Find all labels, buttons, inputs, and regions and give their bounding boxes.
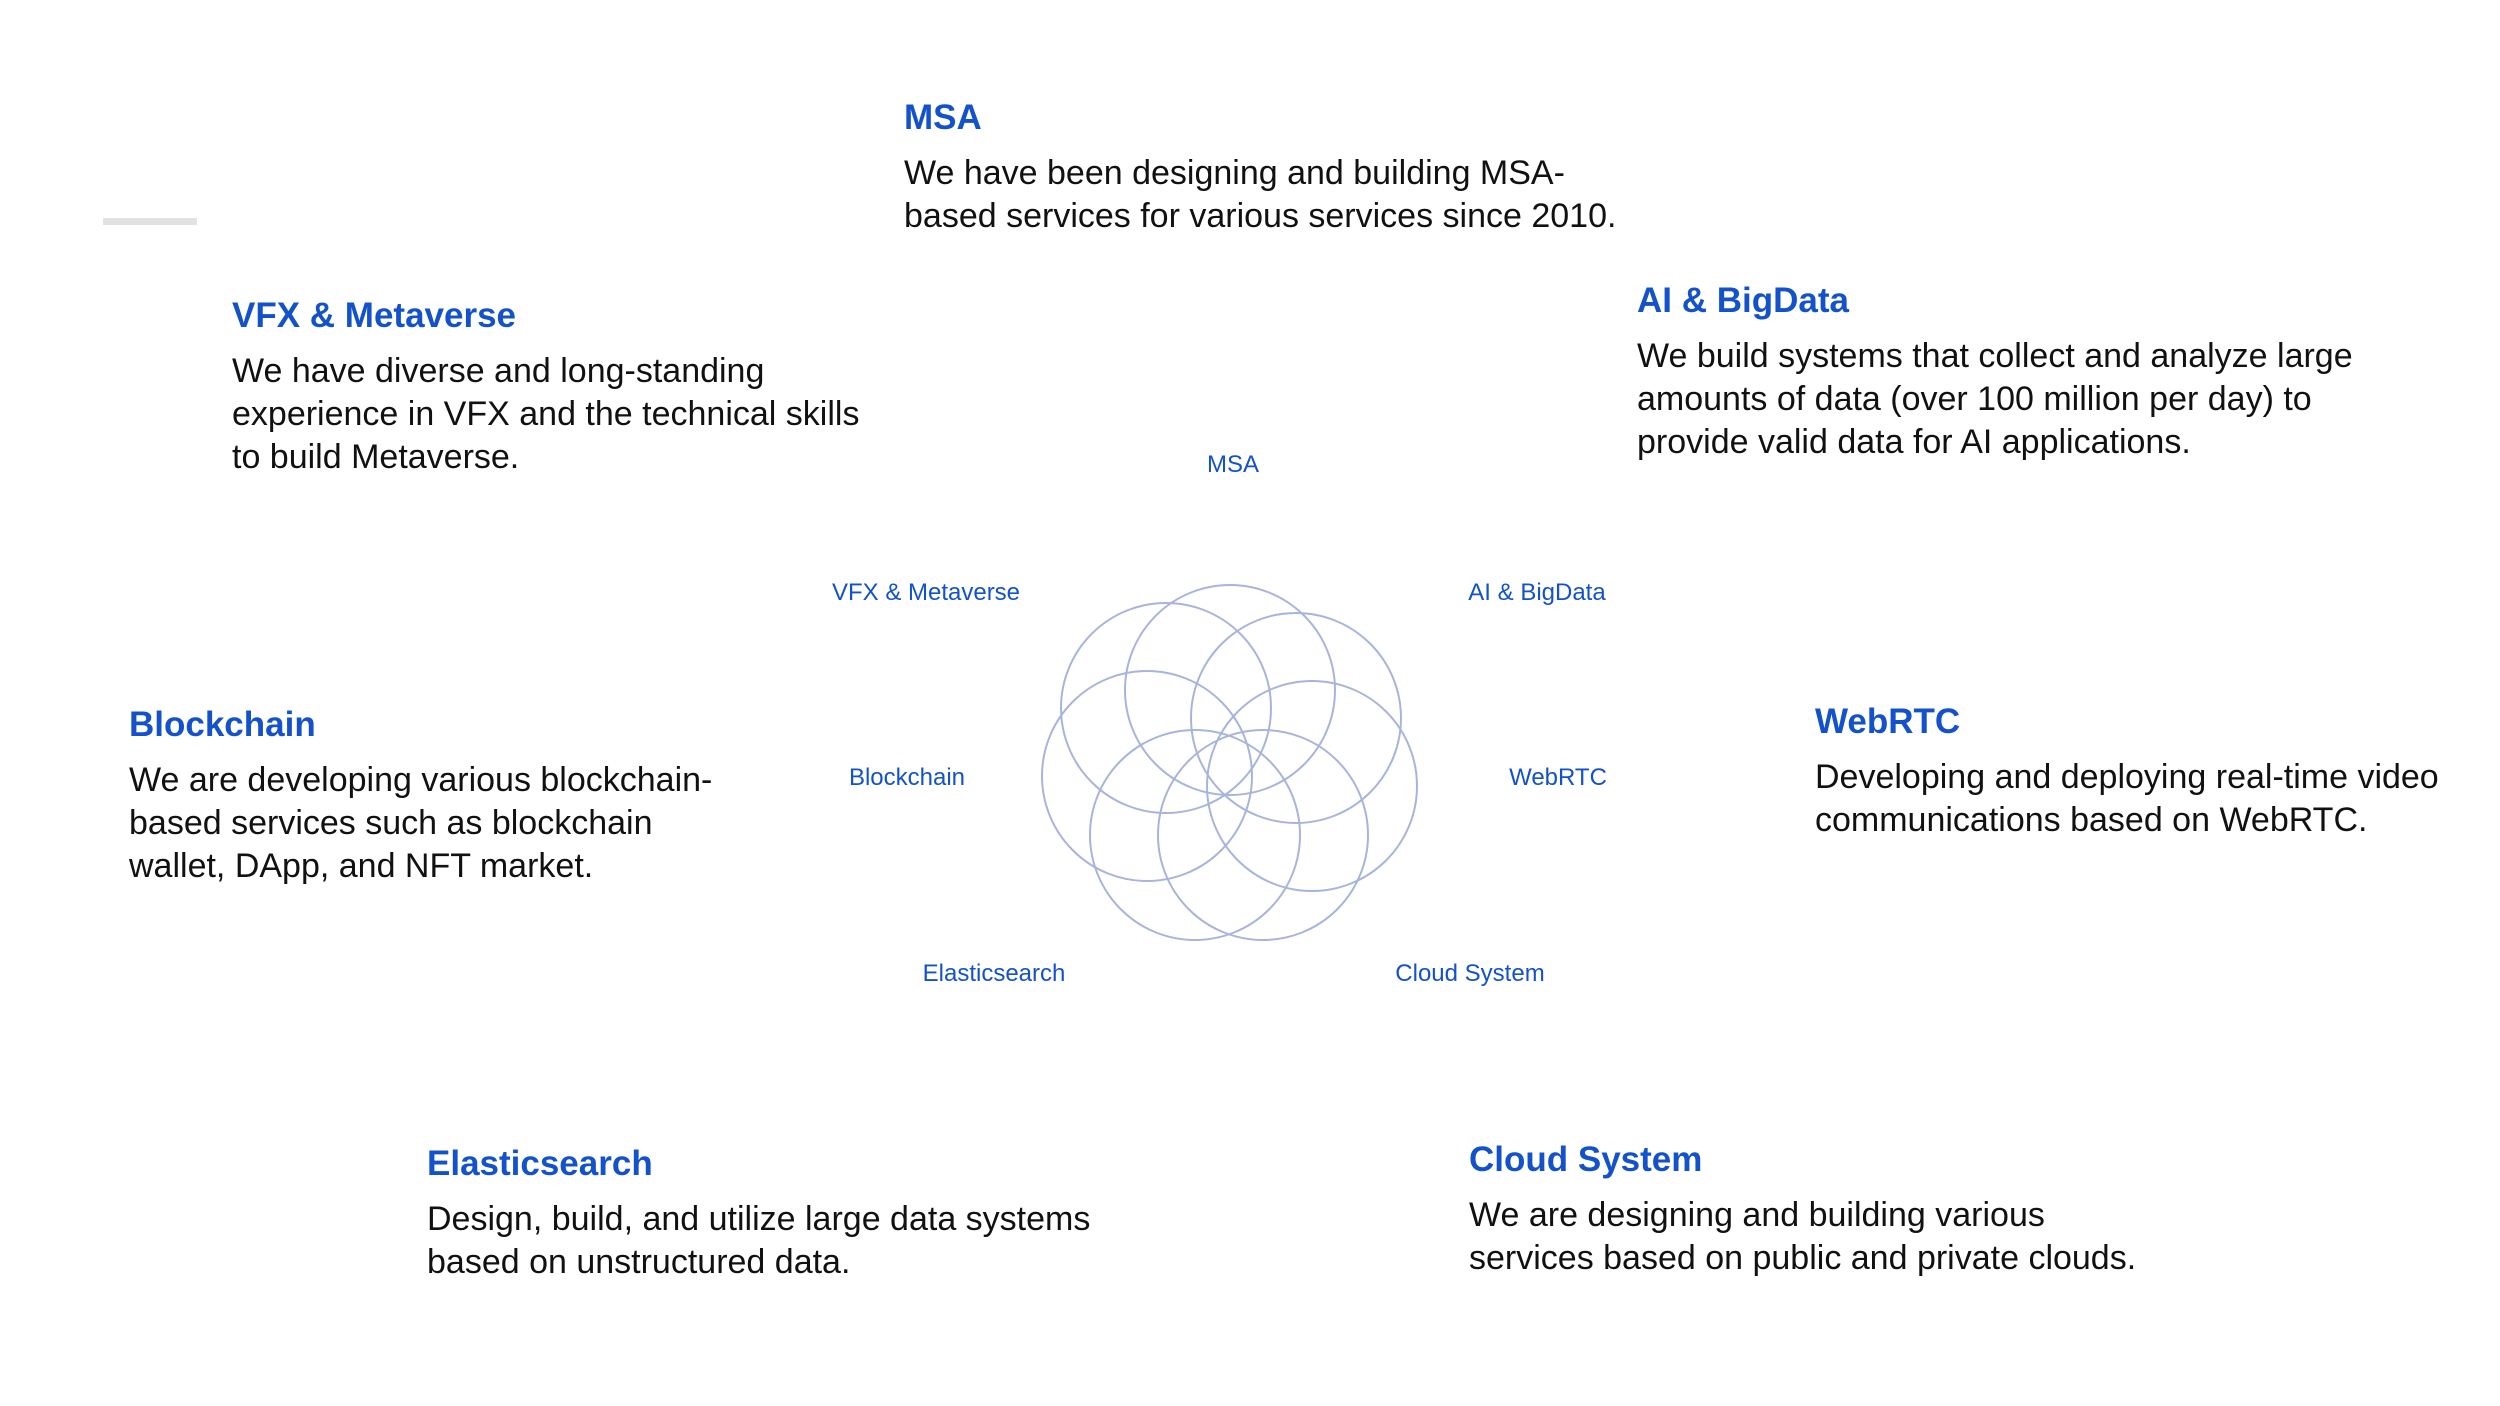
decorative-divider	[103, 218, 197, 225]
section-webrtc: WebRTC Developing and deploying real-tim…	[1815, 702, 2455, 842]
section-title-ai-bigdata: AI & BigData	[1637, 281, 1849, 320]
overlapping-circles-diagram: MSA VFX & Metaverse AI & BigData Blockch…	[832, 451, 1607, 987]
section-title-elasticsearch: Elasticsearch	[427, 1144, 653, 1183]
circle-ai-bigdata	[1190, 612, 1402, 824]
diagram-label-msa: MSA	[1207, 451, 1259, 478]
section-vfx-metaverse: VFX & Metaverse We have diverse and long…	[232, 296, 872, 479]
circle-elasticsearch	[1089, 729, 1301, 941]
section-blockchain: Blockchain We are developing various blo…	[129, 705, 749, 888]
section-description-cloud-system: We are designing and building various se…	[1469, 1196, 2137, 1277]
section-title-webrtc: WebRTC	[1815, 702, 1961, 741]
diagram-label-blockchain: Blockchain	[849, 764, 965, 791]
section-description-msa: We have been designing and building MSA-…	[904, 154, 1617, 235]
section-description-blockchain: We are developing various blockchain-bas…	[129, 761, 713, 885]
section-description-ai-bigdata: We build systems that collect and analyz…	[1637, 337, 2353, 461]
diagram-label-vfx-metaverse: VFX & Metaverse	[832, 579, 1020, 606]
section-title-blockchain: Blockchain	[129, 705, 316, 744]
circle-cloud-system	[1157, 729, 1369, 941]
diagram-label-elasticsearch: Elasticsearch	[923, 960, 1066, 987]
section-description-elasticsearch: Design, build, and utilize large data sy…	[427, 1200, 1091, 1281]
circle-blockchain	[1041, 670, 1253, 882]
section-title-msa: MSA	[904, 98, 982, 137]
section-msa: MSA We have been designing and building …	[904, 98, 1624, 238]
section-title-cloud-system: Cloud System	[1469, 1140, 1703, 1179]
circle-vfx-metaverse	[1060, 602, 1272, 814]
section-cloud-system: Cloud System We are designing and buildi…	[1469, 1140, 2149, 1280]
circle-msa	[1124, 584, 1336, 796]
circle-webrtc	[1206, 680, 1418, 892]
diagram-label-webrtc: WebRTC	[1509, 764, 1607, 791]
diagram-label-cloud-system: Cloud System	[1395, 960, 1544, 987]
section-title-vfx-metaverse: VFX & Metaverse	[232, 296, 517, 335]
section-description-vfx-metaverse: We have diverse and long-standing experi…	[232, 352, 860, 476]
section-description-webrtc: Developing and deploying real-time video…	[1815, 758, 2439, 839]
section-ai-bigdata: AI & BigData We build systems that colle…	[1637, 281, 2397, 464]
section-elasticsearch: Elasticsearch Design, build, and utilize…	[427, 1144, 1127, 1284]
diagram-label-ai-bigdata: AI & BigData	[1468, 579, 1606, 606]
